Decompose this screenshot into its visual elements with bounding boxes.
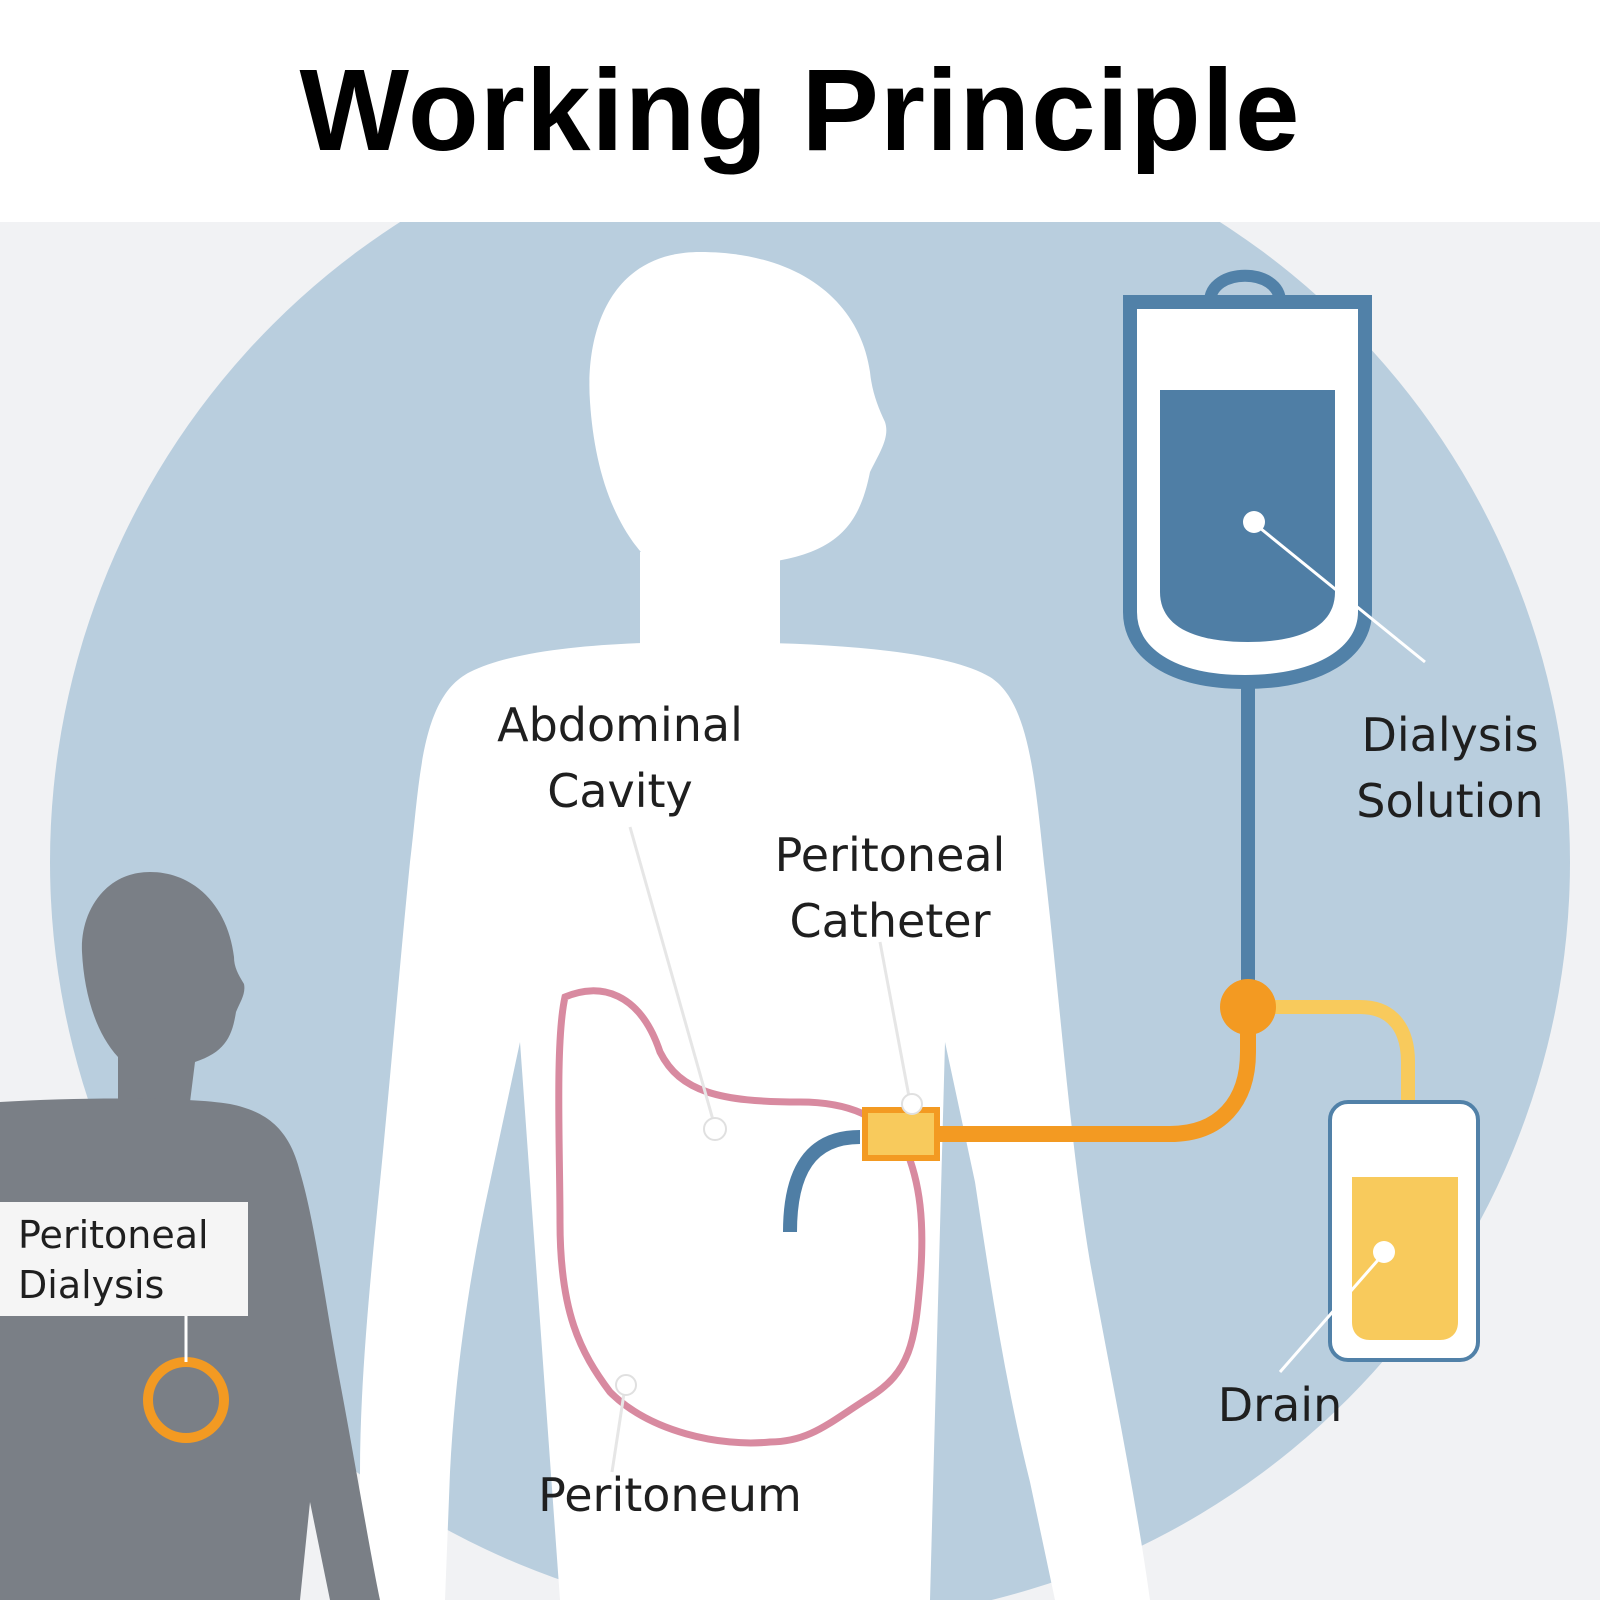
human-silhouette-icon <box>355 252 1150 1600</box>
label-peritoneum: Peritoneum <box>538 1468 802 1522</box>
yellow-tube <box>1268 1000 1415 1102</box>
orange-tube <box>940 1002 1256 1142</box>
peritoneum-outline <box>555 987 926 1447</box>
peritoneal-dialysis-diagram <box>0 222 1570 1600</box>
drain-bag-icon <box>1328 1100 1480 1362</box>
page-title: Working Principle <box>299 45 1301 175</box>
label-drain: Drain <box>1217 1378 1343 1432</box>
leader-lines <box>184 522 1426 1473</box>
catheter-port-icon <box>862 1107 940 1161</box>
catheter-tube <box>783 1130 861 1233</box>
dialysis-bag-icon <box>1123 269 1372 992</box>
tube-junction <box>1220 979 1276 1035</box>
pointer-dots <box>615 511 1395 1396</box>
